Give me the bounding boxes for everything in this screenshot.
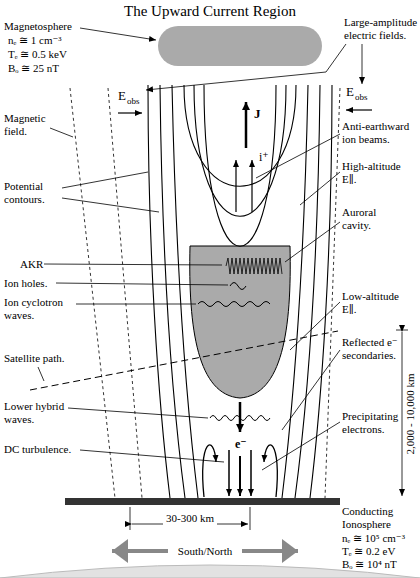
label: Bₒ ≅ 10⁴ nT [342,558,397,571]
label: Potential contours. [4,180,66,206]
label: e⁻ [235,437,247,451]
label: J [254,106,261,121]
akr-zigzag [226,258,282,274]
label: Conducting Ionosphere [342,505,402,531]
magnetosphere-blob [158,26,322,66]
ionosphere-bar [65,498,340,505]
label: Magnetosphere [4,20,72,33]
label: Tₑ ≅ 0.5 keV [8,48,67,61]
label: obs [355,92,368,103]
label: Satellite path. [4,352,64,365]
label: South/North [178,545,232,558]
field-arrow [118,112,142,113]
label: 30-300 km [163,512,217,525]
title: The Upward Current Region [124,2,296,20]
label: Ion holes. [4,277,47,290]
label: obs [127,96,140,107]
label: nₑ ≅ 1 cm⁻³ [8,34,62,47]
label: Low-altitude E∥. [342,290,412,316]
field-arrow [346,109,372,110]
label: AKR [20,258,43,271]
potential-contours [148,85,332,498]
label: nₑ ≅ 10⁵ cm⁻³ [342,532,405,545]
ion-beam-arrow [251,160,252,212]
label: Ion cyclotron waves. [4,296,76,322]
electron-arrow [250,450,252,496]
electron-arrow [239,456,241,496]
label: Tₑ ≅ 0.2 eV [342,545,395,558]
ion-hole-symbol [230,283,246,290]
label: Precipitating electrons. [342,410,400,436]
label: Reflected e⁻ secondaries. [342,336,400,362]
label: DC turbulence. [4,443,71,456]
ion-beam-arrow [235,160,236,212]
auroral-cavity [190,246,290,398]
reflected-electron [203,445,216,497]
label: E [118,88,126,103]
label: i⁺ [259,150,269,164]
label: Large-amplitude electric fields. [344,16,418,42]
south-arrow [112,549,168,553]
electron-arrow [239,402,242,432]
dimension-lines [130,330,408,530]
satellite-path [30,331,338,390]
reflected-electron [264,445,277,497]
label: Lower hybrid waves. [4,400,68,426]
akr-symbol [226,258,282,274]
electron-arrow [228,450,230,496]
current-arrow [245,102,248,148]
label: High-altitude E∥. [342,160,414,186]
label: Anti-earthward ion beams. [342,120,418,146]
label: 2,000 - 10,000 km [404,374,417,455]
label: E [346,84,354,99]
leader-lines [38,28,362,470]
ion-cyclotron-wave [198,302,270,307]
label: Auroral cavity. [342,206,402,232]
label: Bₒ ≅ 25 nT [8,62,59,75]
label: Magnetic field. [4,112,64,138]
north-arrow [242,549,298,553]
